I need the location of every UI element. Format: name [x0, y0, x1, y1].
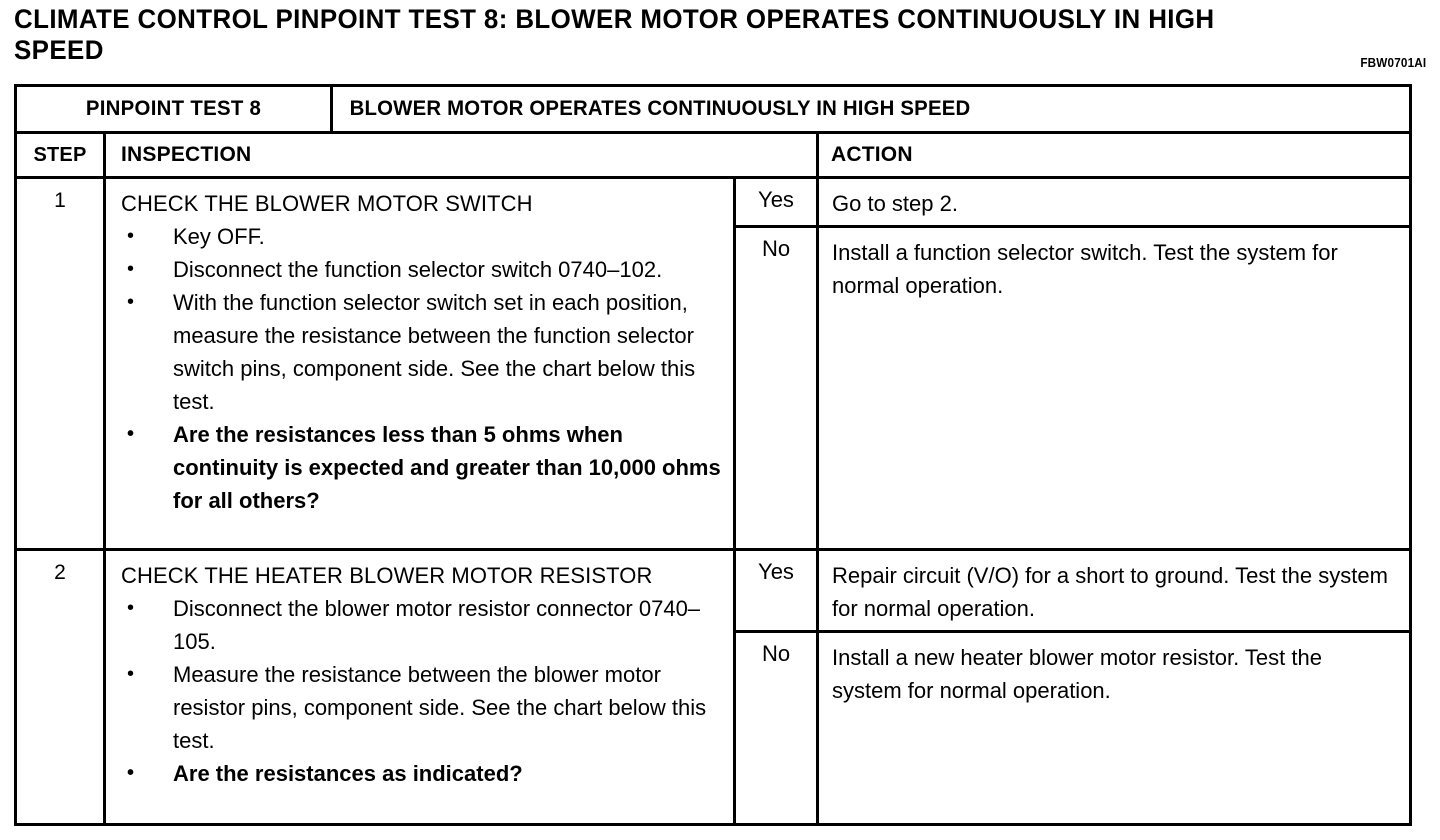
- list-item: • With the function selector switch set …: [121, 286, 723, 418]
- column-header-step: STEP: [33, 143, 87, 166]
- table-row-2-outcome-no-action: Install a new heater blower motor resist…: [832, 645, 1322, 703]
- row1-outcome-divider: [816, 179, 819, 548]
- list-item-text: Disconnect the function selector switch …: [173, 257, 663, 282]
- list-item-text: Measure the resistance between the blowe…: [173, 662, 707, 753]
- header-bottom-rule: [17, 176, 1409, 179]
- row1-inspection-divider: [733, 179, 736, 548]
- table-row-2-outcome-yes-action: Repair circuit (V/O) for a short to grou…: [832, 563, 1388, 621]
- table-row-1-outcome-yes-label: Yes: [758, 187, 794, 212]
- header-step-divider: [103, 134, 106, 176]
- row2-step-divider: [103, 551, 106, 823]
- list-item-text: Are the resistances as indicated?: [173, 761, 523, 786]
- bullet-icon: •: [127, 663, 135, 685]
- list-item: • Disconnect the function selector switc…: [121, 253, 723, 286]
- column-header-inspection: INSPECTION: [121, 143, 252, 166]
- banner-test-label: PINPOINT TEST 8: [85, 97, 262, 120]
- bullet-icon: •: [127, 423, 135, 445]
- bullet-icon: •: [127, 225, 135, 247]
- list-item: • Key OFF.: [121, 220, 723, 253]
- figure-code: FBW0701AI: [1360, 55, 1426, 70]
- row1-step-divider: [103, 179, 106, 548]
- table-row-2-inspection: CHECK THE HEATER BLOWER MOTOR RESISTOR •…: [109, 551, 733, 823]
- inspection-bullet-list: • Key OFF. • Disconnect the function sel…: [121, 220, 723, 517]
- header-action-divider: [816, 134, 819, 176]
- list-item-text: Are the resistances less than 5 ohms whe…: [173, 422, 721, 513]
- list-item-text: With the function selector switch set in…: [173, 290, 696, 414]
- column-header-action: ACTION: [831, 143, 913, 166]
- list-item: • Are the resistances less than 5 ohms w…: [121, 418, 723, 517]
- table-row-1-outcome-no-label: No: [761, 236, 791, 261]
- inspection-bullet-list: • Disconnect the blower motor resistor c…: [121, 592, 723, 790]
- bullet-icon: •: [127, 258, 135, 280]
- list-item-text: Key OFF.: [173, 224, 265, 249]
- list-item-text: Disconnect the blower motor resistor con…: [173, 596, 701, 654]
- table-row-2-outcome-yes-label: Yes: [758, 559, 794, 584]
- list-item: • Are the resistances as indicated?: [121, 757, 723, 790]
- table-row-1-step: 1: [54, 189, 66, 212]
- row2-yes-no-rule: [733, 630, 1409, 633]
- page-title: CLIMATE CONTROL PINPOINT TEST 8: BLOWER …: [14, 4, 1215, 65]
- table-row-1-inspection: CHECK THE BLOWER MOTOR SWITCH • Key OFF.…: [109, 179, 733, 548]
- bullet-icon: •: [127, 597, 135, 619]
- row2-outcome-divider: [816, 551, 819, 823]
- list-item: • Measure the resistance between the blo…: [121, 658, 723, 757]
- inspection-heading: CHECK THE BLOWER MOTOR SWITCH: [121, 191, 533, 216]
- inspection-heading: CHECK THE HEATER BLOWER MOTOR RESISTOR: [121, 563, 653, 588]
- row2-inspection-divider: [733, 551, 736, 823]
- pinpoint-test-table: PINPOINT TEST 8 BLOWER MOTOR OPERATES CO…: [14, 84, 1412, 826]
- row1-yes-no-rule: [733, 225, 1409, 228]
- banner-test-title: BLOWER MOTOR OPERATES CONTINUOUSLY IN HI…: [349, 97, 971, 120]
- bullet-icon: •: [127, 762, 135, 784]
- list-item: • Disconnect the blower motor resistor c…: [121, 592, 723, 658]
- row1-bottom-rule: [17, 548, 1409, 551]
- table-row-2-step: 2: [54, 561, 66, 584]
- banner-bottom-rule: [17, 131, 1409, 134]
- bullet-icon: •: [127, 291, 135, 313]
- table-row-2-outcome-no-label: No: [761, 641, 791, 666]
- banner-divider: [330, 87, 333, 131]
- table-row-1-outcome-yes-action: Go to step 2.: [832, 191, 958, 216]
- table-row-1-outcome-no-action: Install a function selector switch. Test…: [832, 240, 1338, 298]
